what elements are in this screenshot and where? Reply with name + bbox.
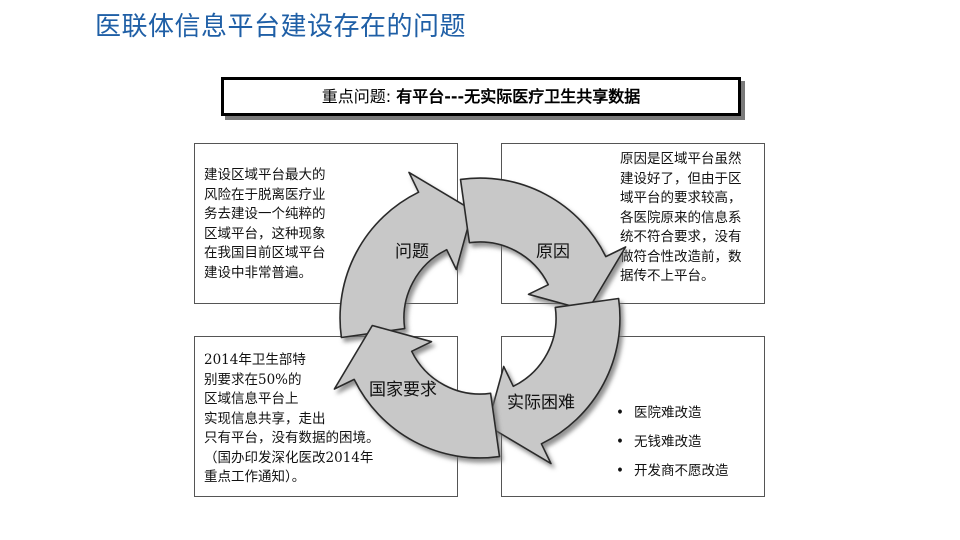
problem-text: 建设区域平台最大的 风险在于脱离医疗业 务去建设一个纯粹的 区域平台，这种现象 … (204, 167, 326, 281)
bullet-icon: • (616, 434, 624, 450)
label-problem: 问题 (395, 242, 429, 262)
bullet-icon: • (616, 463, 624, 479)
list-item: • 医院难改造 (616, 399, 758, 428)
difficulty-item: 医院难改造 (634, 405, 702, 421)
national-requirement-text: 2014年卫生部特 别要求在50%的 区域信息平台上 实现信息共享，走出 只有平… (204, 352, 380, 485)
arrow-national-requirement (333, 324, 501, 459)
page-title: 医联体信息平台建设存在的问题 (95, 12, 467, 42)
label-practical-difficulty: 实际困难 (507, 393, 575, 413)
key-issue-text: 有平台---无实际医疗卫生共享数据 (396, 87, 641, 106)
reason-box: 原因是区域平台虽然 建设好了，但由于区 域平台的要求较高， 各医院原来的信息系 … (501, 143, 765, 304)
bullet-icon: • (616, 405, 624, 421)
key-issue-prefix: 重点问题: (321, 87, 397, 106)
arrow-problem (339, 171, 474, 339)
label-reason: 原因 (536, 242, 570, 262)
cycle-arrows (333, 171, 627, 465)
label-national-requirement: 国家要求 (369, 380, 437, 400)
difficulty-list: • 医院难改造 • 无钱难改造 • 开发商不愿改造 (616, 399, 758, 486)
arrow-reason (459, 177, 627, 312)
list-item: • 开发商不愿改造 (616, 457, 758, 486)
key-issue-banner: 重点问题: 有平台---无实际医疗卫生共享数据 (221, 77, 741, 116)
arrow-practical-difficulty (486, 297, 621, 465)
reason-text: 原因是区域平台虽然 建设好了，但由于区 域平台的要求较高， 各医院原来的信息系 … (620, 151, 742, 284)
list-item: • 无钱难改造 (616, 428, 758, 457)
difficulty-item: 开发商不愿改造 (634, 463, 729, 479)
difficulty-item: 无钱难改造 (634, 434, 702, 450)
